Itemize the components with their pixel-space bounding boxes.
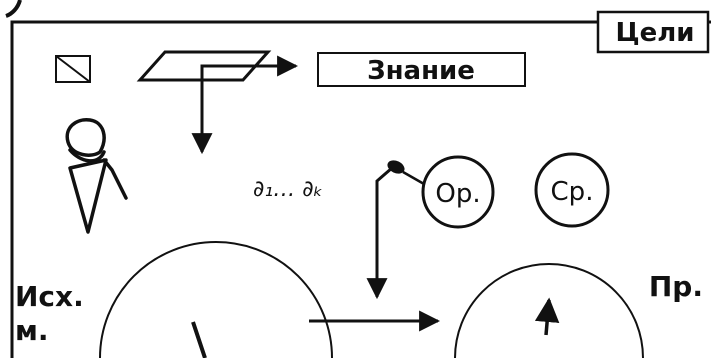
knowledge-box <box>317 52 526 87</box>
deltas-label: ∂₁… ∂ₖ <box>253 177 323 202</box>
arrow-source-dot <box>387 160 405 174</box>
top-fragment-stroke <box>5 0 22 18</box>
diagram-frame <box>10 20 711 358</box>
pr-label: Пр. <box>649 270 703 303</box>
person-icon <box>65 118 128 234</box>
sr-circle <box>534 152 610 228</box>
goals-label: Цели <box>615 18 694 48</box>
knowledge-label: Знание <box>367 56 475 86</box>
right-gauge-needle <box>534 297 560 336</box>
arrow-to-knowledge <box>200 55 299 95</box>
op-circle <box>421 155 495 229</box>
crossed-square-icon <box>55 55 91 83</box>
goals-box <box>596 10 710 54</box>
pointer-to-op <box>402 170 425 186</box>
initial-label-line1: Исх. <box>15 280 84 313</box>
op-label: Ор. <box>435 179 480 209</box>
left-gauge <box>99 241 333 358</box>
left-gauge-needle <box>191 321 207 358</box>
sr-label: Ср. <box>551 177 594 207</box>
arrow-down-center <box>366 166 393 300</box>
initial-label-line2: м. <box>15 314 49 347</box>
right-gauge <box>454 263 644 358</box>
data-parallelogram <box>136 50 272 82</box>
